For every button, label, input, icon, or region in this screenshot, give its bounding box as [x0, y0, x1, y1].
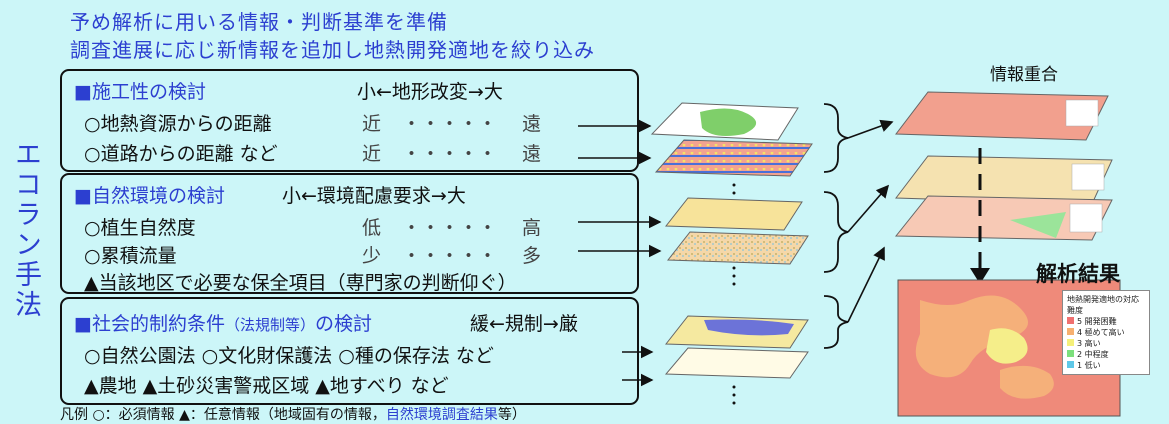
section3-scale: 緩←規制→厳 — [470, 313, 578, 335]
overlay-map-3 — [894, 195, 1113, 241]
input-arrows — [578, 119, 662, 387]
section1-item-1: ○地熱資源からの距離 — [84, 113, 272, 135]
section1-item-1-dots: ・・・・・ — [402, 113, 498, 135]
result-map-legend-title: 地熱開発適地の対応難度 — [1067, 295, 1139, 315]
section3-title-tail: の検討 — [314, 313, 372, 335]
section3-line-2: ▲農地 ▲土砂災害警戒区域 ▲地すべり など — [84, 375, 449, 397]
layer-continuation-dots — [732, 183, 736, 405]
header-line-1: 予め解析に用いる情報・判断基準を準備 — [70, 10, 448, 34]
result-map-legend-item: 3 高い — [1067, 338, 1145, 349]
legend-highlight: 自然環境調査結果 — [385, 407, 498, 423]
group-braces — [823, 103, 849, 349]
legend: 凡例 ○：必須情報 ▲：任意情報（地域固有の情報，自然環境調査結果等） — [60, 404, 526, 424]
overlay-map-1 — [895, 91, 1109, 141]
section3-title-group: ■社会的制約条件（法規制等）の検討 — [74, 309, 372, 336]
section1-item-2-left: 近 — [362, 143, 382, 165]
section2-item-2-right: 多 — [522, 245, 542, 267]
section2-item-2-left: 少 — [362, 245, 382, 267]
section2-item-2: ○累積流量 — [84, 245, 177, 267]
section1-title: ■施工性の検討 — [74, 81, 206, 103]
layer-terrain-1 — [650, 102, 799, 141]
legend-swatch — [1067, 350, 1074, 357]
legend-suffix: 等） — [497, 407, 526, 423]
legend-swatch — [1067, 361, 1074, 368]
header-line-2: 調査進展に応じ新情報を追加し地熱開発適地を絞り込み — [70, 38, 595, 62]
result-map-legend-item: 4 極めて高い — [1067, 327, 1145, 338]
section2-item-1: ○植生自然度 — [84, 217, 196, 239]
section1-item-1-left: 近 — [362, 113, 382, 135]
result-label: 解析結果 — [1036, 262, 1120, 286]
layer-environment-2 — [666, 231, 809, 265]
legend-swatch — [1067, 339, 1074, 346]
section1-item-2-right: 遠 — [522, 143, 542, 165]
result-map-legend-item: 5 開発困難 — [1067, 316, 1145, 327]
layer-terrain-2 — [654, 139, 813, 177]
legend-swatch — [1067, 317, 1074, 324]
section1-item-1-right: 遠 — [522, 113, 542, 135]
overlay-label: 情報重合 — [990, 65, 1058, 85]
brace-arrows — [847, 119, 894, 323]
section2-item-1-right: 高 — [522, 217, 542, 239]
section-social-constraints: ■社会的制約条件（法規制等）の検討 緩←規制→厳 ○自然公園法 ○文化財保護法 … — [60, 297, 639, 405]
section1-item-2: ○道路からの距離 など — [84, 143, 278, 165]
vertical-method-title: エコラン手法 — [10, 140, 41, 320]
section3-title: ■社会的制約条件 — [74, 313, 225, 335]
section1-scale: 小←地形改変→大 — [357, 81, 503, 103]
section-natural-environment: ■自然環境の検討 小←環境配慮要求→大 ○植生自然度 低 ・・・・・ 高 ○累積… — [60, 173, 639, 294]
layer-social-2 — [664, 347, 809, 379]
layer-environment-1 — [664, 197, 803, 231]
section3-title-paren: （法規制等） — [224, 316, 315, 334]
legend-prefix: 凡例 ○：必須情報 ▲：任意情報（地域固有の情報， — [60, 407, 386, 423]
section3-line-1: ○自然公園法 ○文化財保護法 ○種の保存法 など — [84, 345, 494, 367]
section2-item-2-dots: ・・・・・ — [402, 245, 498, 267]
section1-item-2-dots: ・・・・・ — [402, 143, 498, 165]
section-constructability: ■施工性の検討 小←地形改変→大 ○地熱資源からの距離 近 ・・・・・ 遠 ○道… — [60, 69, 639, 172]
section2-title: ■自然環境の検討 — [74, 185, 225, 207]
result-map-legend: 地熱開発適地の対応難度 5 開発困難 4 極めて高い 3 高い 2 中程度 1 … — [1062, 290, 1150, 375]
layer-social-1 — [664, 315, 809, 349]
result-map-legend-item: 2 中程度 — [1067, 349, 1145, 360]
overlay-down-arrow — [970, 148, 990, 284]
section2-item-1-left: 低 — [362, 217, 382, 239]
section2-extra: ▲当該地区で必要な保全項目（専門家の判断仰ぐ） — [84, 272, 517, 294]
result-map-legend-item: 1 低い — [1067, 360, 1145, 371]
section2-scale: 小←環境配慮要求→大 — [282, 185, 466, 207]
legend-swatch — [1067, 328, 1074, 335]
section2-item-1-dots: ・・・・・ — [402, 217, 498, 239]
